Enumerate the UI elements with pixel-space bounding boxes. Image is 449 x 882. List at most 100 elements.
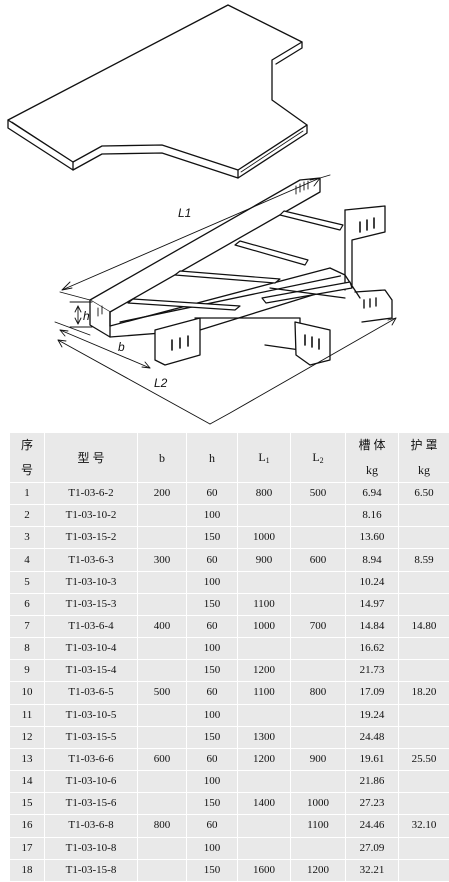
cell-model: T1-03-6-5 (45, 682, 137, 704)
cell-l1: 800 (238, 483, 290, 505)
cell-body: 6.94 (346, 483, 398, 505)
cell-h: 150 (187, 726, 237, 748)
cell-body: 14.97 (346, 593, 398, 615)
cell-body: 27.23 (346, 793, 398, 815)
cell-model: T1-03-10-3 (45, 571, 137, 593)
cell-l2 (291, 638, 345, 660)
cell-b (138, 505, 186, 527)
cell-l1: 1200 (238, 748, 290, 771)
cell-l1: 1000 (238, 527, 290, 549)
dimension-l2 (57, 317, 397, 425)
cell-no: 5 (10, 571, 44, 593)
cell-no: 2 (10, 505, 44, 527)
cell-b (138, 527, 186, 549)
cell-l2: 900 (291, 748, 345, 771)
cell-no: 17 (10, 837, 44, 859)
cell-b (138, 638, 186, 660)
cell-b (138, 726, 186, 748)
cell-cover (399, 771, 449, 793)
cell-no: 13 (10, 748, 44, 771)
cell-l2: 1100 (291, 815, 345, 837)
cell-cover (399, 593, 449, 615)
cell-b (138, 837, 186, 859)
cell-cover (399, 505, 449, 527)
cell-h: 60 (187, 815, 237, 837)
cell-l1 (238, 571, 290, 593)
cell-h: 100 (187, 505, 237, 527)
cell-l1 (238, 771, 290, 793)
header-seq-bottom: 号 (20, 463, 33, 477)
cell-no: 15 (10, 793, 44, 815)
cell-b: 600 (138, 748, 186, 771)
header-cover-weight: 护 罩 kg (399, 433, 449, 482)
cell-no: 4 (10, 549, 44, 571)
cell-model: T1-03-10-5 (45, 704, 137, 726)
cell-b (138, 859, 186, 881)
cell-h: 60 (187, 549, 237, 571)
cell-l1 (238, 638, 290, 660)
cell-l2 (291, 771, 345, 793)
dimension-label-l1: L1 (178, 206, 191, 220)
cell-cover: 14.80 (399, 615, 449, 638)
cell-no: 10 (10, 682, 44, 704)
cell-model: T1-03-10-8 (45, 837, 137, 859)
dimension-h (69, 301, 93, 328)
cell-b: 500 (138, 682, 186, 704)
cell-model: T1-03-15-6 (45, 793, 137, 815)
cell-cover: 6.50 (399, 483, 449, 505)
cell-l2 (291, 660, 345, 682)
cell-no: 3 (10, 527, 44, 549)
tray-body (89, 177, 393, 366)
cell-l1 (238, 815, 290, 837)
header-b: b (138, 433, 186, 482)
cell-cover (399, 859, 449, 881)
cell-cover: 25.50 (399, 748, 449, 771)
cell-body: 24.48 (346, 726, 398, 748)
header-model: 型 号 (45, 433, 137, 482)
cell-b: 800 (138, 815, 186, 837)
cell-l1: 1100 (238, 593, 290, 615)
dimension-label-h: h (83, 309, 90, 323)
cell-h: 60 (187, 682, 237, 704)
cell-model: T1-03-15-3 (45, 593, 137, 615)
cell-h: 150 (187, 593, 237, 615)
cell-l1 (238, 505, 290, 527)
cell-b (138, 771, 186, 793)
cell-b: 200 (138, 483, 186, 505)
cell-h: 150 (187, 527, 237, 549)
header-body-top: 槽 体 (358, 438, 386, 452)
cell-l1: 900 (238, 549, 290, 571)
cell-no: 18 (10, 859, 44, 881)
cell-h: 60 (187, 615, 237, 638)
cell-l2: 1200 (291, 859, 345, 881)
cell-h: 60 (187, 483, 237, 505)
header-body-bottom: kg (366, 463, 378, 477)
cell-body: 16.62 (346, 638, 398, 660)
cell-b (138, 704, 186, 726)
cell-body: 17.09 (346, 682, 398, 704)
cell-cover (399, 638, 449, 660)
cell-model: T1-03-15-4 (45, 660, 137, 682)
cell-l2 (291, 704, 345, 726)
cell-no: 1 (10, 483, 44, 505)
cell-no: 11 (10, 704, 44, 726)
cell-cover (399, 837, 449, 859)
cell-h: 150 (187, 660, 237, 682)
tee-tray-drawing: L1 h b L2 (7, 4, 397, 425)
cell-body: 21.86 (346, 771, 398, 793)
cell-model: T1-03-6-2 (45, 483, 137, 505)
cell-l2 (291, 527, 345, 549)
cell-l1: 1000 (238, 615, 290, 638)
cell-l2: 600 (291, 549, 345, 571)
cell-body: 8.94 (346, 549, 398, 571)
